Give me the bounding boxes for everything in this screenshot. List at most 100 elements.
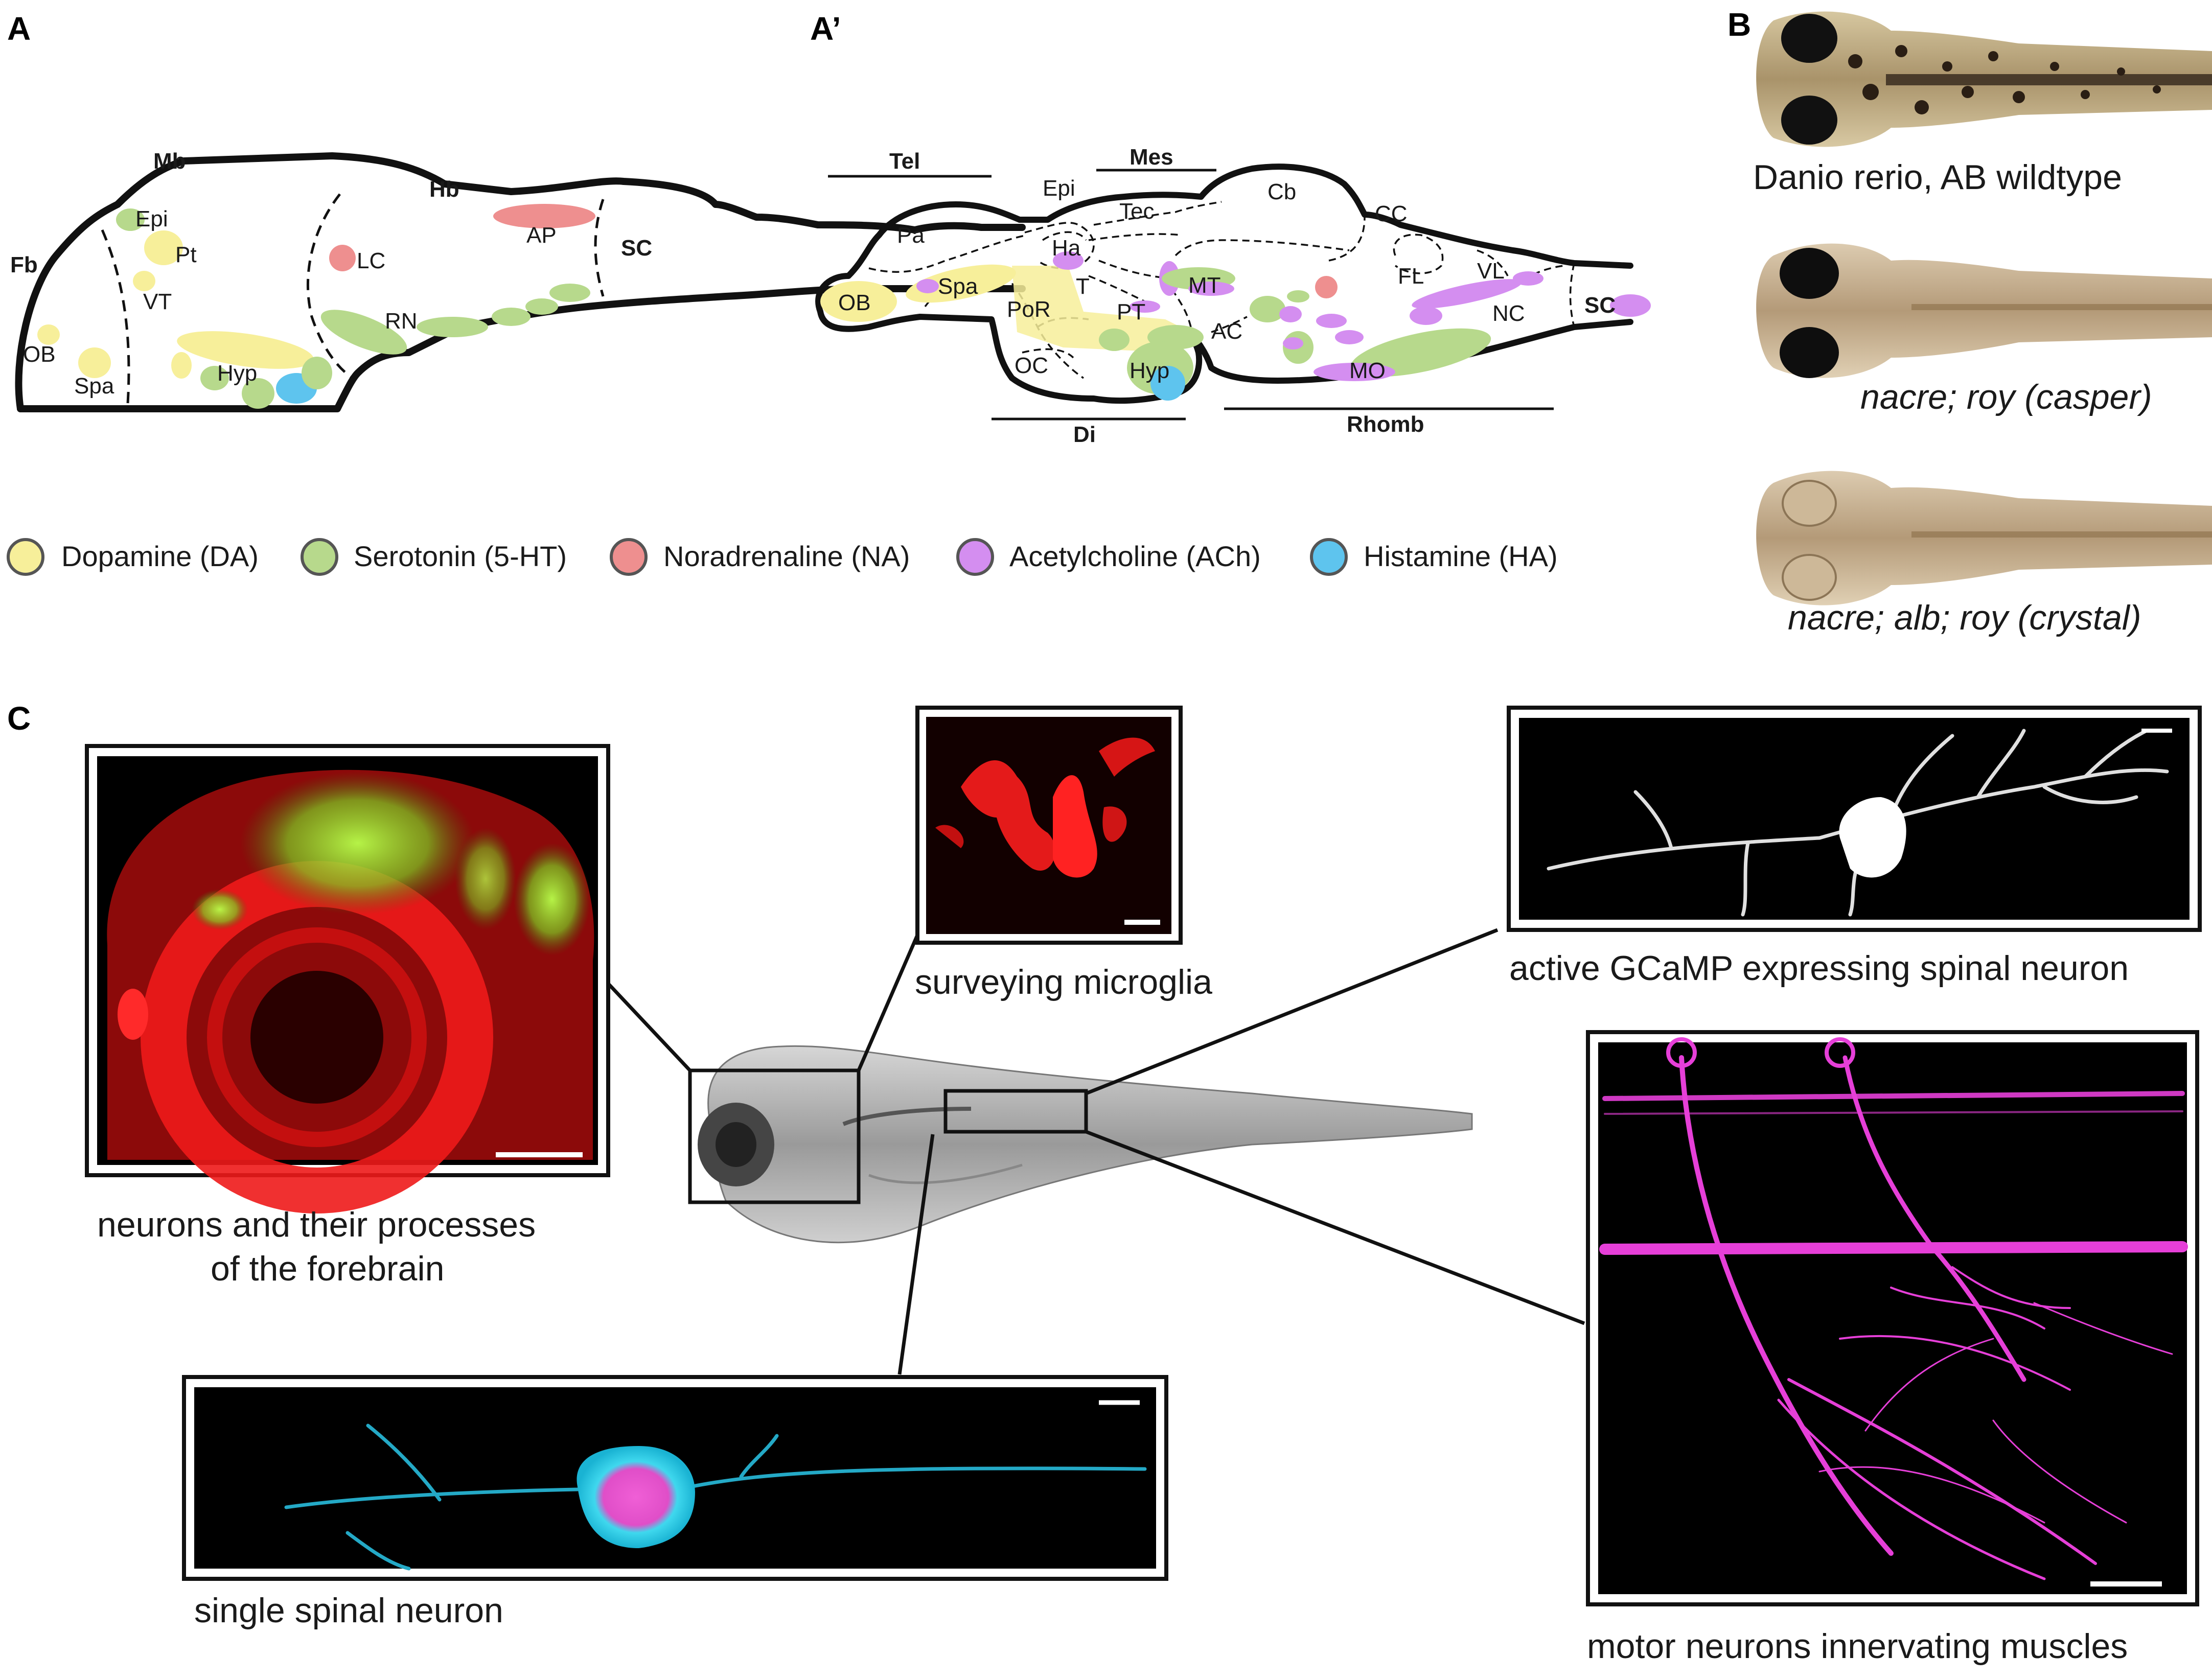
eye: [1782, 554, 1837, 601]
region-hb: Hb: [429, 177, 459, 202]
legend-label-histamine: Histamine (HA): [1364, 540, 1558, 572]
panel-letter-c: C: [7, 700, 31, 737]
label-nc: NC: [1492, 301, 1525, 326]
legend: Dopamine (DA) Serotonin (5-HT) Noradrena…: [7, 538, 1558, 576]
dopamine-hypothalamic-band: [177, 331, 314, 369]
dopamine-nucleus: [144, 230, 183, 265]
label-ac: AC: [1211, 319, 1242, 344]
serotonin-nucleus: [417, 317, 488, 337]
caption-forebrain-line2: of the forebrain: [211, 1249, 444, 1288]
caption-wildtype: Danio rerio, AB wildtype: [1753, 158, 2122, 197]
label-cc: CC: [1375, 201, 1408, 226]
acetylcholine-nucleus: [916, 279, 939, 293]
serotonin-nucleus: [1250, 296, 1285, 322]
single-neuron-micrograph: [182, 1375, 1168, 1581]
label-fl: FL: [1398, 264, 1424, 289]
eye: [1781, 14, 1837, 63]
zoom-box-trunk: [943, 1089, 1088, 1134]
legend-label-acetylcholine: Acetylcholine (ACh): [1009, 540, 1261, 572]
microglia-micrograph: [915, 706, 1183, 945]
serotonin-nucleus: [116, 208, 145, 231]
caption-motor: motor neurons innervating muscles: [1587, 1627, 2128, 1666]
acetylcholine-nucleus: [1410, 307, 1442, 325]
connector-gcamp: [1085, 928, 1499, 1095]
noradrenaline-ap: [493, 204, 595, 228]
label-mo: MO: [1349, 358, 1386, 383]
larva-brightfield-image: [698, 1045, 1473, 1244]
dopamine-nucleus: [171, 352, 192, 379]
eye: [1781, 96, 1837, 145]
legend-label-dopamine: Dopamine (DA): [61, 540, 259, 572]
histamine-hypothalamus: [1150, 366, 1185, 401]
label-ob: OB: [23, 342, 56, 367]
region-mb: Mb: [153, 149, 186, 174]
region-tel: Tel: [889, 149, 920, 174]
larva-wildtype-image: [1756, 11, 2212, 147]
connector-microglia: [857, 934, 919, 1071]
label-oc: OC: [1015, 353, 1048, 378]
caption-casper: nacre; roy (casper): [1860, 378, 2152, 416]
legend-label-serotonin: Serotonin (5-HT): [354, 540, 567, 572]
label-por: PoR: [1007, 297, 1051, 322]
hb-sc-boundary: [594, 199, 605, 297]
mb-hb-boundary: [306, 193, 354, 380]
serotonin-nucleus: [1099, 329, 1130, 351]
caption-forebrain-line1: neurons and their processes: [97, 1205, 536, 1244]
noradrenaline-nucleus: [1315, 276, 1338, 298]
acetylcholine-habenula: [1053, 251, 1084, 270]
dopamine-ob: [820, 281, 897, 322]
acetylcholine-nucleus: [1283, 337, 1303, 349]
label-mt: MT: [1188, 273, 1221, 298]
label-lc: LC: [357, 248, 385, 273]
larva-casper-image: [1756, 243, 2212, 378]
brain-outline-upper: [815, 164, 1633, 315]
serotonin-raphe: [1350, 328, 1491, 377]
label-hyp: Hyp: [1130, 358, 1169, 383]
region-mes: Mes: [1130, 145, 1173, 170]
panel-b-strain-photos: Danio rerio, AB wildtype nacre; roy (cas…: [1753, 11, 2212, 637]
connector-motor: [1085, 1130, 1585, 1325]
dopamine-nucleus: [37, 324, 60, 345]
serotonin-nucleus: [242, 378, 274, 409]
caption-crystal: nacre; alb; roy (crystal): [1788, 598, 2141, 637]
serotonin-nucleus: [492, 308, 531, 326]
connector-single: [897, 1134, 935, 1375]
gcamp-micrograph: [1507, 706, 2202, 932]
panel-c-imaging: neurons and their processes of the foreb…: [85, 706, 2202, 1666]
forebrain-micrograph: [85, 744, 610, 1214]
acetylcholine-nucleus: [1513, 271, 1543, 286]
caption-single: single spinal neuron: [194, 1591, 503, 1630]
legend-swatch-serotonin: [301, 538, 338, 576]
label-epi: Epi: [135, 206, 168, 231]
region-rhomb: Rhomb: [1347, 412, 1424, 437]
label-hyp: Hyp: [217, 361, 257, 386]
eye: [1780, 248, 1839, 299]
caption-microglia: surveying microglia: [915, 963, 1212, 1001]
acetylcholine-nucleus: [1412, 279, 1522, 309]
caption-gcamp: active GCaMP expressing spinal neuron: [1509, 949, 2129, 988]
dopamine-nucleus: [133, 271, 155, 291]
eye: [1780, 327, 1839, 378]
acetylcholine-nucleus: [1316, 314, 1347, 328]
label-pt: Pt: [175, 242, 197, 267]
serotonin-raphe: [320, 310, 407, 355]
label-sc: SC: [1584, 293, 1616, 318]
legend-swatch-histamine: [1310, 538, 1348, 576]
serotonin-nucleus: [525, 298, 558, 315]
region-fb: Fb: [10, 252, 38, 277]
label-vt: VT: [143, 289, 172, 314]
label-tec: Tec: [1119, 199, 1154, 224]
acetylcholine-nucleus: [1279, 306, 1302, 322]
label-spa: Spa: [938, 274, 978, 299]
legend-swatch-noradrenaline: [610, 538, 648, 576]
acetylcholine-mo: [1314, 363, 1395, 381]
label-cb: Cb: [1268, 179, 1296, 204]
eye: [1782, 480, 1837, 527]
region-sc: SC: [621, 236, 652, 261]
label-spa: Spa: [74, 374, 114, 399]
label-ap: AP: [526, 223, 557, 248]
dopamine-posterior-tuberculum: [1012, 266, 1191, 353]
panel-a-prime-brain-schematic: Tel Mes Di Rhomb Epi Pa Tec Cb CC Ha FL …: [815, 145, 1651, 447]
acetylcholine-nucleus: [1335, 330, 1364, 344]
